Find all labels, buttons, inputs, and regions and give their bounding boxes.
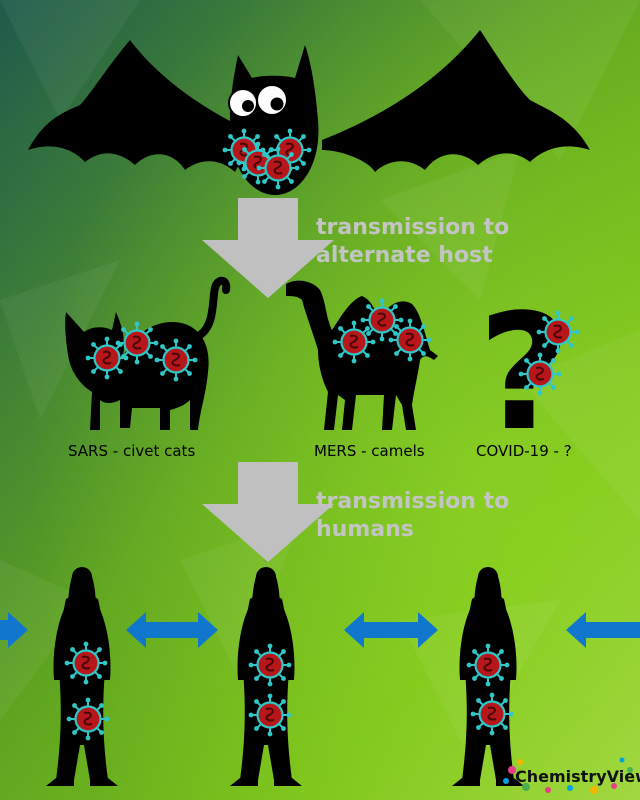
coronavirus-icon <box>155 339 198 382</box>
coronavirus-icon <box>471 693 514 736</box>
step1-label-line2: alternate host <box>316 243 493 268</box>
coronavirus-icon <box>249 694 292 737</box>
coronavirus-icon <box>249 644 292 687</box>
step2-label-line2: humans <box>316 517 414 542</box>
coronavirus-icon <box>65 642 108 685</box>
step1-label-line1: transmission to <box>316 215 509 240</box>
coronavirus-icon <box>537 311 580 354</box>
question-mark: ? <box>478 279 579 466</box>
coronavirus-icon <box>519 353 562 396</box>
coronavirus-icon <box>86 337 129 380</box>
coronavirus-icon <box>389 319 432 362</box>
coronavirus-icon <box>467 644 510 687</box>
coronavirus-icon <box>257 147 300 190</box>
coronavirus-icon <box>333 321 376 364</box>
host-label-mers: MERS - camels <box>314 442 425 460</box>
host-label-sars: SARS - civet cats <box>68 442 195 460</box>
svg-text:?: ? <box>478 279 571 466</box>
coronavirus-icon <box>67 698 110 741</box>
brand-name: ChemistryViews <box>515 767 640 786</box>
coronavirus-icon <box>361 299 404 342</box>
host-label-covid19: COVID-19 - ? <box>476 442 572 460</box>
step2-label-line1: transmission to <box>316 489 509 514</box>
